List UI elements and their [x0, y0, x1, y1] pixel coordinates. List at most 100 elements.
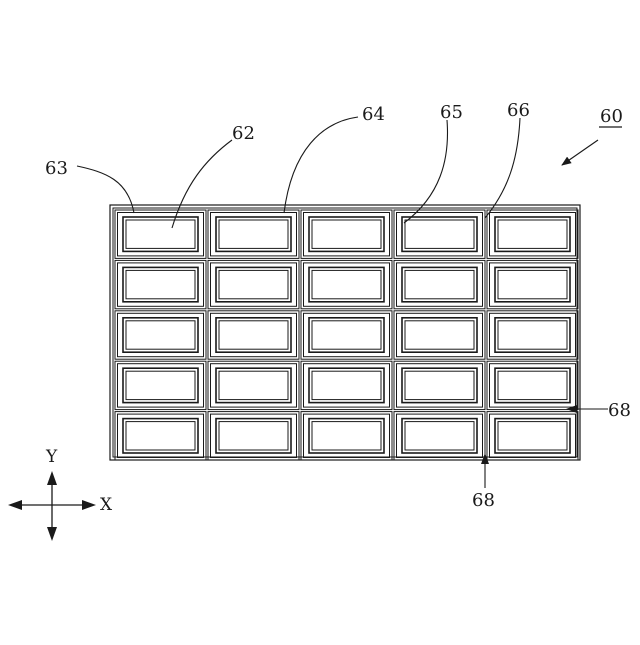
cell-window-inner: [126, 321, 195, 349]
cell-window-outer: [402, 368, 477, 402]
label-64: 64: [362, 104, 385, 125]
cell-window-outer: [309, 419, 384, 453]
leader-63: [77, 166, 134, 213]
cell-window-outer: [495, 318, 570, 352]
cell-window-outer: [216, 267, 291, 301]
grid-cell: [394, 311, 485, 359]
cell-window-inner: [405, 422, 474, 450]
grid-cell: [115, 311, 206, 359]
cell-frame-inner: [211, 313, 297, 356]
cell-window-outer: [309, 368, 384, 402]
grid-cell: [301, 260, 392, 308]
cell-window-inner: [126, 270, 195, 298]
cell-frame-inner: [118, 213, 204, 256]
cell-frame-inner: [211, 263, 297, 306]
cell-window-inner: [312, 270, 381, 298]
cell-window-inner: [405, 270, 474, 298]
cell-window-inner: [405, 220, 474, 248]
cell-window-outer: [495, 419, 570, 453]
cell-window-inner: [126, 371, 195, 399]
label-65: 65: [440, 102, 463, 123]
cell-window-inner: [126, 422, 195, 450]
grid-cell: [487, 210, 578, 258]
cell-frame-inner: [304, 213, 390, 256]
axis-label-x: X: [100, 495, 113, 515]
cell-window-outer: [216, 419, 291, 453]
cell-window-outer: [216, 217, 291, 251]
label-68-bottom: 68: [472, 490, 495, 511]
cell-window-inner: [312, 220, 381, 248]
cell-frame-inner: [490, 364, 576, 407]
cell-window-outer: [495, 217, 570, 251]
label-66: 66: [507, 100, 530, 121]
grid-cell: [394, 260, 485, 308]
grid-cell: [301, 412, 392, 460]
cell-window-outer: [309, 217, 384, 251]
cell-frame-inner: [397, 263, 483, 306]
grid-cell: [208, 260, 299, 308]
cell-window-outer: [216, 368, 291, 402]
grid-cell: [301, 311, 392, 359]
cell-frame-inner: [490, 213, 576, 256]
leader-62: [172, 140, 232, 228]
cell-window-outer: [495, 267, 570, 301]
cell-window-inner: [219, 422, 288, 450]
cell-window-outer: [402, 419, 477, 453]
cell-window-outer: [123, 217, 198, 251]
arrowhead-y-down: [47, 527, 57, 541]
grid-cell: [208, 210, 299, 258]
grid-cell: [208, 311, 299, 359]
arrowhead-x-left: [8, 500, 22, 510]
cell-window-inner: [498, 220, 567, 248]
grid-cell: [208, 412, 299, 460]
cell-frame-inner: [304, 313, 390, 356]
cell-window-outer: [402, 318, 477, 352]
assembly-label-60: 60: [600, 106, 623, 127]
grid-cell: [394, 361, 485, 409]
arrowhead-x-right: [82, 500, 96, 510]
grid-cell: [394, 412, 485, 460]
grid-cell: [115, 412, 206, 460]
cell-window-inner: [405, 321, 474, 349]
cell-frame-inner: [490, 313, 576, 356]
cell-window-inner: [498, 321, 567, 349]
cell-window-inner: [498, 422, 567, 450]
cell-frame-inner: [211, 213, 297, 256]
cell-frame-inner: [118, 414, 204, 457]
cell-window-outer: [309, 267, 384, 301]
cell-frame-inner: [211, 414, 297, 457]
grid-cell: [208, 361, 299, 409]
grid-cell: [115, 361, 206, 409]
cell-window-inner: [219, 321, 288, 349]
cell-window-inner: [126, 220, 195, 248]
grid-cell: [487, 311, 578, 359]
grid-cell: [487, 260, 578, 308]
cell-window-inner: [312, 321, 381, 349]
grid-cell: [301, 361, 392, 409]
leader-64: [284, 117, 358, 213]
cell-window-inner: [219, 220, 288, 248]
cell-window-outer: [495, 368, 570, 402]
cell-frame-inner: [397, 414, 483, 457]
cell-window-outer: [123, 267, 198, 301]
cell-window-outer: [402, 267, 477, 301]
cell-frame-inner: [397, 364, 483, 407]
cell-window-outer: [402, 217, 477, 251]
grid-cell: [487, 412, 578, 460]
grid-cell: [115, 260, 206, 308]
cell-frame-inner: [118, 364, 204, 407]
grid-cell: [487, 361, 578, 409]
cell-window-inner: [498, 270, 567, 298]
label-62: 62: [232, 123, 255, 144]
cell-grid: [115, 210, 578, 460]
cell-window-inner: [219, 270, 288, 298]
label-68-right: 68: [608, 400, 631, 421]
assembly-arrow: [562, 140, 598, 165]
cell-frame-inner: [304, 364, 390, 407]
cell-window-outer: [309, 318, 384, 352]
axis-label-y: Y: [45, 447, 58, 467]
cell-window-outer: [123, 419, 198, 453]
cell-frame-inner: [397, 313, 483, 356]
